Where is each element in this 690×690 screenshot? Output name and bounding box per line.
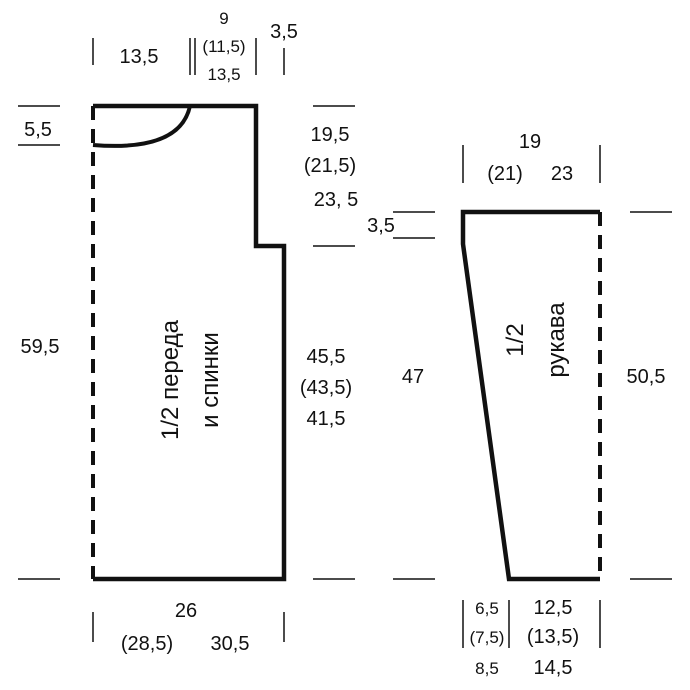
body-total-length: 59,5 (21, 336, 60, 358)
sleeve-cuff-width-1: 12,5 (534, 597, 573, 619)
sleeve-piece-label-line2: рукава (543, 302, 570, 378)
sleeve-outline (460, 209, 600, 582)
sleeve-length-outer: 50,5 (627, 366, 666, 388)
sleeve-top-width-1: 19 (519, 131, 541, 153)
sleeve-top-width-3: 23 (551, 163, 573, 185)
sleeve-cuff-width-2: (13,5) (527, 626, 579, 648)
body-side-length-1: 45,5 (307, 346, 346, 368)
body-shoulder-mid: (11,5) (202, 37, 245, 56)
sleeve-length-inner: 47 (402, 366, 424, 388)
body-side-length-2: (43,5) (300, 377, 352, 399)
body-piece: 1/2 переда и спинки 13,5 9 (11,5) 13,5 3… (18, 9, 358, 655)
sleeve-cuff-offset-2: (7,5) (470, 628, 505, 647)
body-armhole-depth: 3,5 (270, 21, 298, 43)
sleeve-cuff-offset-3: 8,5 (475, 659, 499, 678)
body-shoulder-bottom: 13,5 (207, 65, 240, 84)
body-armhole-height-3: 23, 5 (314, 189, 358, 211)
body-piece-label-line2: и спинки (197, 332, 224, 428)
sleeve-piece-label-line1: 1/2 (502, 323, 529, 356)
sleeve-cap-height: 3,5 (367, 215, 395, 237)
body-piece-label-line1: 1/2 переда (157, 319, 184, 440)
sleeve-top-width-2: (21) (487, 163, 523, 185)
sleeve-piece: 1/2 рукава 19 (21) 23 3,5 47 50,5 6,5 (7… (367, 131, 672, 679)
body-outline (93, 103, 287, 582)
body-width-3: 30,5 (211, 633, 250, 655)
body-armhole-height-1: 19,5 (311, 124, 350, 146)
body-width-2: (28,5) (121, 633, 173, 655)
body-side-length-3: 41,5 (307, 408, 346, 430)
body-armhole-height-2: (21,5) (304, 155, 356, 177)
sleeve-cuff-width-3: 14,5 (534, 657, 573, 679)
body-width-1: 26 (175, 600, 197, 622)
sleeve-cuff-offset-1: 6,5 (475, 599, 499, 618)
body-neckline-curve (92, 105, 192, 148)
body-neck-depth: 5,5 (24, 119, 52, 141)
body-shoulder-top: 9 (219, 9, 228, 28)
body-neck-width: 13,5 (120, 46, 159, 68)
